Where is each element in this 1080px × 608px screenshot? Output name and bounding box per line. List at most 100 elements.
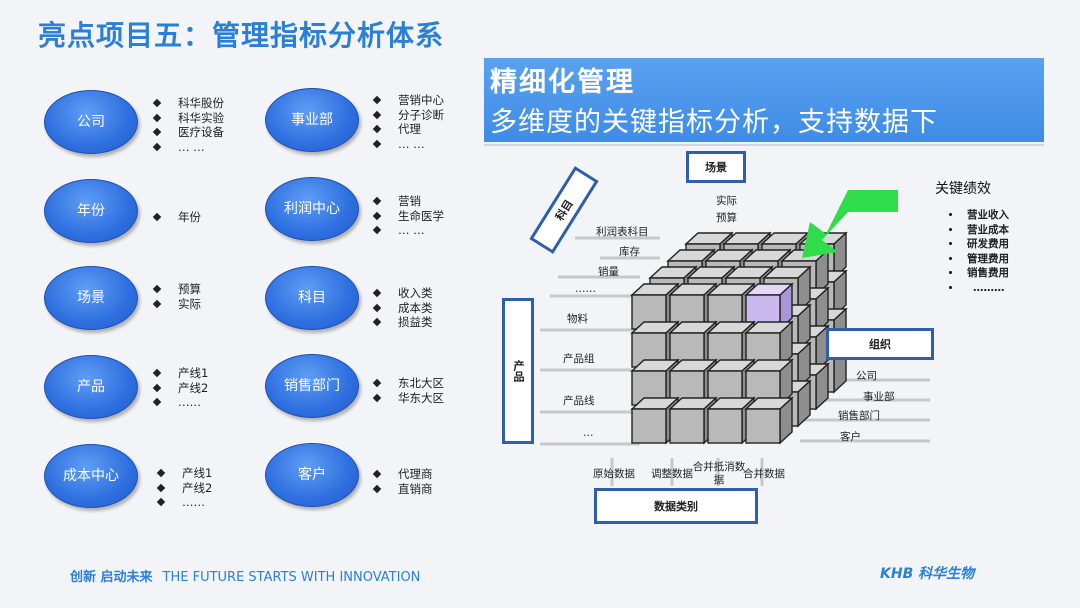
cube-front: [745, 408, 781, 444]
list-item: 收入类: [372, 286, 433, 301]
dimension-items-scene: 预算 实际: [152, 282, 201, 311]
list-item: 实际: [152, 297, 201, 312]
list-item: ……: [156, 495, 212, 510]
list-item: 产线1: [152, 366, 208, 381]
list-item: … …: [372, 137, 444, 152]
dimension-oval-customer[interactable]: 客户: [265, 443, 359, 507]
dimension-items-company: 科华股份 科华实验 医疗设备 … …: [152, 96, 224, 154]
list-item: 产线2: [156, 481, 212, 496]
dimension-oval-profit-center[interactable]: 利润中心: [265, 177, 359, 241]
kpi-item: 营业收入: [947, 208, 1009, 223]
kpi-list: 营业收入 营业成本 研发费用 管理费用 销售费用 ………: [947, 208, 1009, 295]
list-item: 年份: [152, 210, 201, 225]
dimension-label: 科目: [298, 290, 326, 306]
data-category-item: 调整数据: [651, 468, 693, 480]
product-item: 物料: [567, 313, 588, 325]
product-item: …: [583, 427, 594, 439]
dimension-items-cost-center: 产线1 产线2 ……: [156, 466, 212, 510]
dimension-items-product: 产线1 产线2 ……: [152, 366, 208, 410]
data-category-box: 数据类别: [594, 488, 758, 524]
list-item: 华东大区: [372, 391, 444, 406]
list-item: 代理商: [372, 467, 433, 482]
cube-front: [707, 408, 743, 444]
kpi-item: 销售费用: [947, 266, 1009, 281]
dimension-oval-scene[interactable]: 场景: [44, 266, 138, 330]
list-item: 代理: [372, 122, 444, 137]
box-label: 场景: [705, 161, 727, 174]
scene-item: 实际: [716, 195, 737, 207]
cube-front: [631, 408, 667, 444]
kpi-item: 管理费用: [947, 252, 1009, 267]
list-item: ……: [152, 395, 208, 410]
dimension-oval-product[interactable]: 产品: [44, 355, 138, 419]
kpi-item: 营业成本: [947, 223, 1009, 238]
list-item: 生命医学: [372, 209, 444, 224]
cube-front: [669, 408, 705, 444]
list-item: 营销中心: [372, 93, 444, 108]
list-item: 直销商: [372, 482, 433, 497]
list-item: 损益类: [372, 315, 433, 330]
slogan-en: THE FUTURE STARTS WITH INNOVATION: [162, 570, 421, 585]
kpi-item: 研发费用: [947, 237, 1009, 252]
org-box: 组织: [826, 328, 934, 360]
green-arrow: [802, 190, 898, 258]
cube-grid: [630, 231, 848, 445]
org-item: 公司: [856, 370, 877, 382]
subject-item: 库存: [619, 246, 640, 258]
dimension-label: 产品: [77, 379, 105, 395]
list-item: 产线1: [156, 466, 212, 481]
product-item: 产品线: [563, 395, 595, 407]
list-item: … …: [372, 223, 444, 238]
list-item: 医疗设备: [152, 125, 224, 140]
dimension-oval-subject[interactable]: 科目: [265, 266, 359, 330]
org-item: 事业部: [863, 391, 895, 403]
list-item: 科华股份: [152, 96, 224, 111]
product-box: 产品: [502, 298, 534, 444]
subject-item: ……: [575, 283, 596, 295]
dimension-oval-company[interactable]: 公司: [44, 90, 138, 154]
org-item: 客户: [840, 431, 861, 443]
dimension-oval-cost-center[interactable]: 成本中心: [44, 444, 138, 508]
subject-item: 销量: [598, 266, 619, 278]
page-title: 亮点项目五：管理指标分析体系: [38, 19, 445, 52]
dimension-label: 客户: [298, 467, 326, 483]
data-category-item: 原始数据: [593, 468, 635, 480]
dimension-label: 事业部: [291, 112, 333, 128]
box-label: 组织: [869, 338, 891, 351]
scene-box: 场景: [686, 151, 746, 183]
box-label: 科目: [553, 197, 576, 224]
dimension-label: 年份: [77, 203, 105, 219]
dimension-oval-sales-dept[interactable]: 销售部门: [265, 354, 359, 418]
dimension-items-customer: 代理商 直销商: [372, 467, 433, 496]
banner: 精细化管理 多维度的关键指标分析，支持数据下: [484, 58, 1044, 142]
kpi-item: ………: [947, 281, 1009, 296]
dimension-label: 销售部门: [284, 378, 340, 394]
product-item: 产品组: [563, 353, 595, 365]
list-item: 预算: [152, 282, 201, 297]
divider: [484, 144, 1044, 146]
org-item: 销售部门: [838, 410, 880, 422]
dimension-items-year: 年份: [152, 210, 201, 225]
box-label: 产品: [512, 360, 525, 382]
dimension-items-subject: 收入类 成本类 损益类: [372, 286, 433, 330]
list-item: 科华实验: [152, 111, 224, 126]
scene-item: 预算: [716, 212, 737, 224]
list-item: 产线2: [152, 381, 208, 396]
dimension-oval-year[interactable]: 年份: [44, 179, 138, 243]
highlight-arrow: [802, 190, 898, 258]
list-item: 分子诊断: [372, 108, 444, 123]
dimension-label: 公司: [77, 114, 105, 130]
list-item: 东北大区: [372, 376, 444, 391]
subject-item: 利润表科目: [596, 226, 649, 238]
banner-title: 精细化管理: [490, 67, 635, 98]
dimension-label: 场景: [77, 290, 105, 306]
list-item: 成本类: [372, 301, 433, 316]
dimension-oval-business-unit[interactable]: 事业部: [265, 88, 359, 152]
box-label: 数据类别: [654, 500, 698, 513]
banner-subtitle: 多维度的关键指标分析，支持数据下: [490, 107, 938, 138]
data-category-item: 合并数据: [743, 468, 785, 480]
dimension-label: 利润中心: [284, 201, 340, 217]
kpi-title: 关键绩效: [935, 181, 991, 197]
